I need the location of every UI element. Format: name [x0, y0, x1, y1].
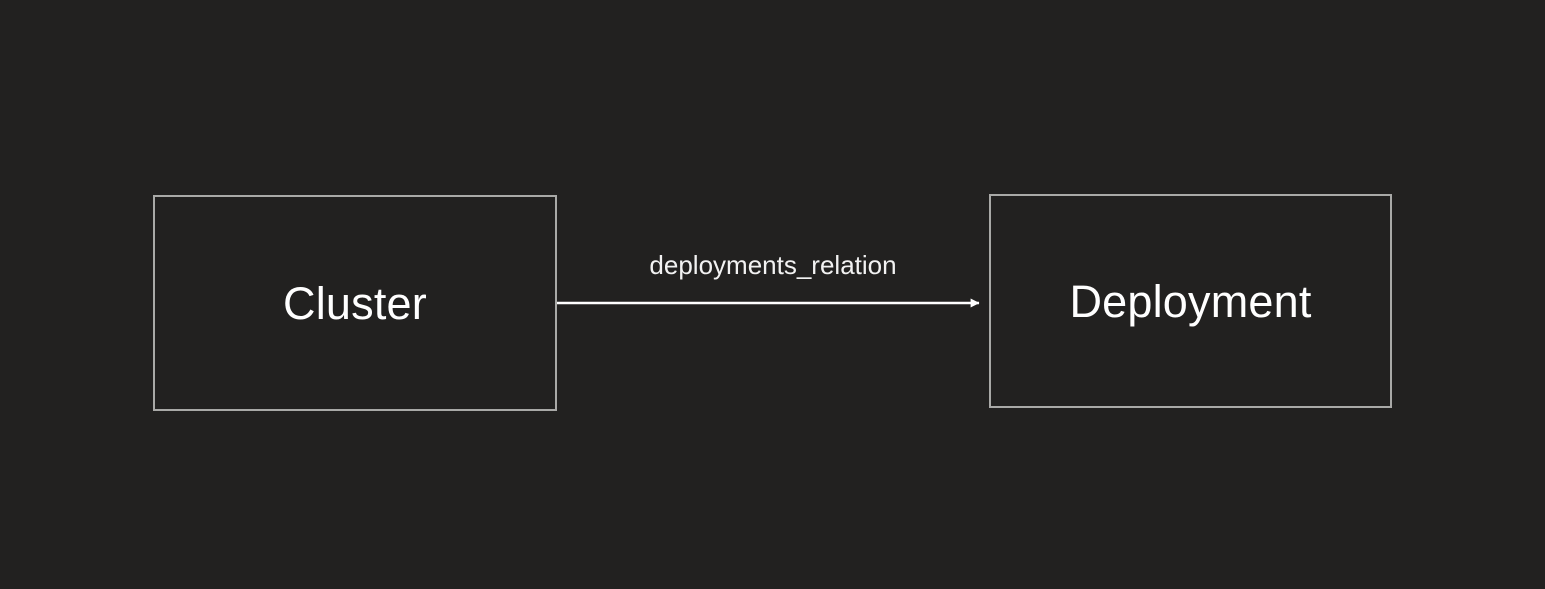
node-cluster[interactable]: Cluster	[153, 195, 557, 411]
node-deployment[interactable]: Deployment	[989, 194, 1392, 408]
node-cluster-label: Cluster	[283, 277, 427, 329]
node-deployment-label: Deployment	[1069, 275, 1312, 327]
edge-label-deployments-relation: deployments_relation	[649, 250, 897, 280]
